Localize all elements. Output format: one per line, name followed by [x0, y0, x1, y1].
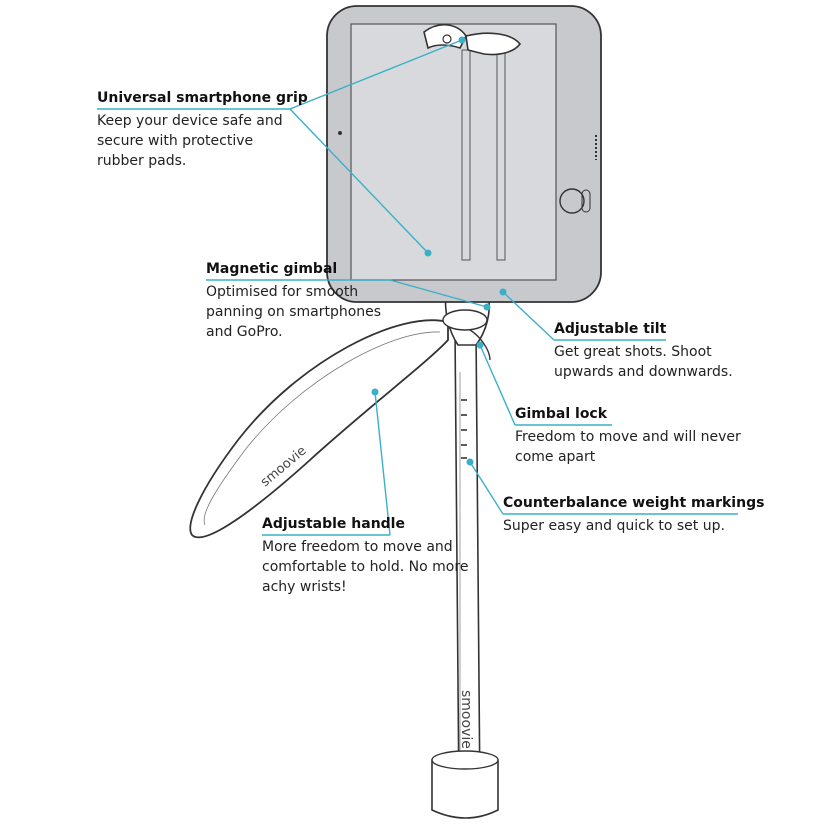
leader-lines	[97, 39, 738, 536]
callout-gimbal-lock: Gimbal lock Freedom to move and will nev…	[515, 405, 775, 467]
callout-title: Magnetic gimbal	[206, 261, 338, 277]
callout-description: Freedom to move and will never come apar…	[515, 429, 741, 465]
adjustable-handle: smoovie	[189, 319, 449, 539]
callout-adjustable-tilt: Adjustable tilt Get great shots. Shoot u…	[554, 320, 754, 382]
callout-title: Adjustable tilt	[554, 321, 667, 337]
callout-description: More freedom to move and comfortable to …	[262, 539, 469, 595]
callout-adjustable-handle: Adjustable handle More freedom to move a…	[262, 515, 482, 597]
callout-description: Optimised for smooth panning on smartpho…	[206, 284, 382, 340]
svg-text:smoovie: smoovie	[458, 690, 474, 749]
callout-smartphone-grip: Universal smartphone grip Keep your devi…	[97, 89, 308, 171]
callout-description: Keep your device safe and secure with pr…	[97, 113, 283, 169]
callout-counterbalance-weight: Counterbalance weight markings Super eas…	[503, 494, 823, 536]
callout-description: Super easy and quick to set up.	[503, 518, 725, 534]
leader-dots	[371, 36, 507, 466]
callout-title: Gimbal lock	[515, 406, 608, 422]
weight-markings	[461, 399, 467, 459]
pole-logo: smoovie	[458, 690, 474, 749]
callout-description: Get great shots. Shoot upwards and downw…	[554, 344, 733, 380]
smartphone	[326, 5, 602, 303]
callout-magnetic-gimbal: Magnetic gimbal Optimised for smooth pan…	[206, 260, 396, 342]
base-weight	[431, 750, 499, 819]
callout-title: Counterbalance weight markings	[503, 495, 765, 511]
callout-title: Adjustable handle	[262, 516, 405, 532]
callout-title: Universal smartphone grip	[97, 90, 308, 106]
